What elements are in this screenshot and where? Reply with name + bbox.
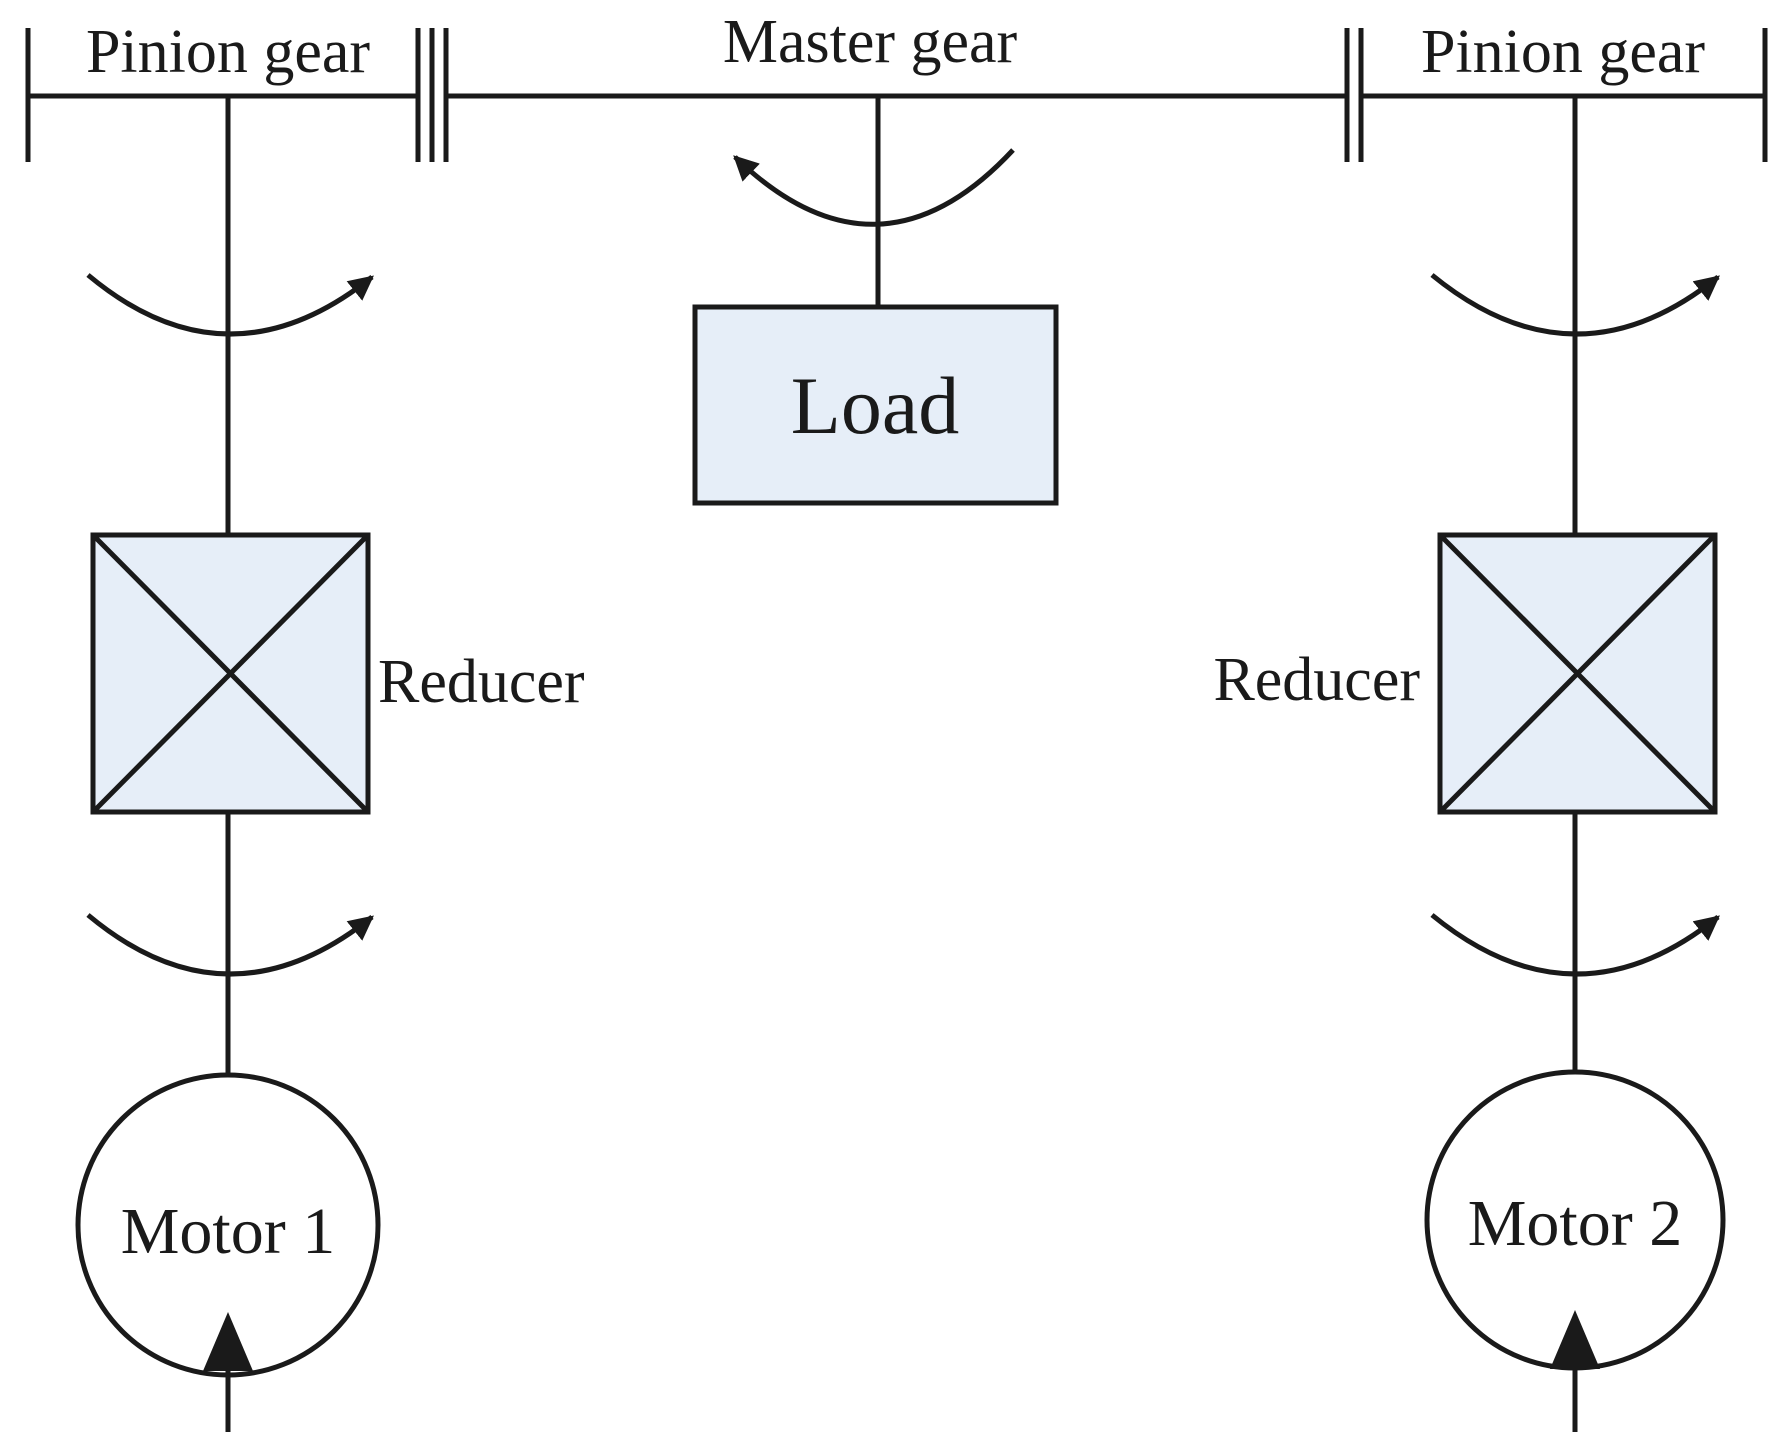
left-motor-input-arrow-icon [203,1312,253,1371]
master-rotation-arrow-icon [733,148,1015,227]
left-lower-rotation-arrow-icon [86,913,374,977]
right-upper-rotation-arrow-icon [1430,273,1720,337]
right-pinion-gear-label: Pinion gear [1421,18,1705,86]
master-gear-label: Master gear [723,8,1018,76]
left-motor [75,1072,381,1432]
right-motor [1424,1069,1726,1432]
left-reducer [90,532,371,815]
left-reducer-label: Reducer [378,648,585,716]
right-motor-input-arrow-icon [1550,1310,1600,1369]
right-reducer [1437,532,1718,815]
right-motor-label: Motor 2 [1468,1187,1683,1260]
right-drive-train: Reducer Motor 2 [1213,96,1726,1432]
right-lower-rotation-arrow-icon [1430,913,1720,977]
left-drive-train: Reducer Motor 1 [75,96,585,1432]
left-pinion-gear-label: Pinion gear [86,18,370,86]
master-gear: Master gear [443,8,1350,162]
left-pinion-gear: Pinion gear [25,18,435,162]
left-motor-label: Motor 1 [121,1195,336,1268]
load-box [692,304,1059,506]
left-upper-rotation-arrow-icon [86,273,374,337]
right-reducer-label: Reducer [1213,646,1420,714]
load-label: Load [791,360,959,451]
right-pinion-gear: Pinion gear [1358,18,1768,162]
